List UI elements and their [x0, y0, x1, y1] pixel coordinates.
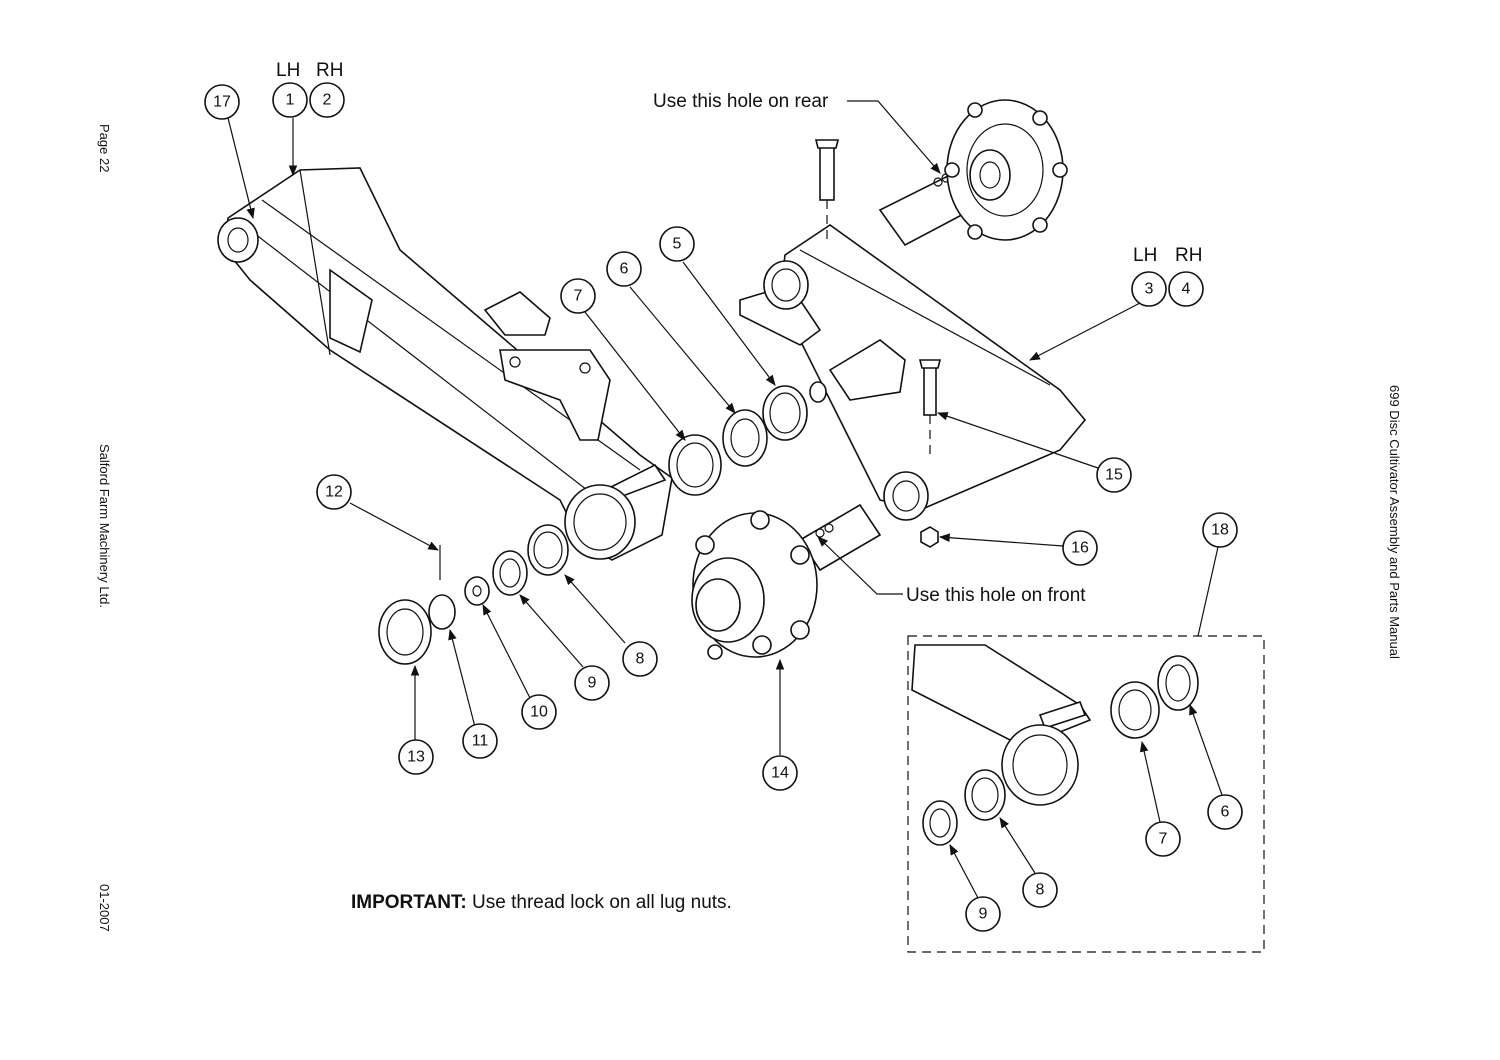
- svg-text:14: 14: [771, 765, 789, 782]
- balloon: 7: [560, 278, 596, 314]
- front-hub-drawing: [691, 510, 818, 660]
- svg-text:2: 2: [323, 92, 332, 109]
- balloon: 17: [204, 84, 240, 120]
- lh-label-left: LH: [276, 60, 300, 81]
- balloon: 15: [1096, 457, 1132, 493]
- balloon: 5: [659, 226, 695, 262]
- balloon: 12: [316, 474, 352, 510]
- balloon: 9: [574, 665, 610, 701]
- balloon: 18: [1202, 512, 1238, 548]
- svg-text:8: 8: [1036, 882, 1045, 899]
- svg-text:6: 6: [620, 261, 629, 278]
- balloon: 6: [606, 251, 642, 287]
- svg-text:15: 15: [1105, 467, 1123, 484]
- balloon: 6: [1207, 794, 1243, 830]
- svg-text:9: 9: [588, 675, 597, 692]
- inset-detail: [907, 635, 1265, 953]
- balloon: 9: [965, 896, 1001, 932]
- svg-text:13: 13: [407, 749, 425, 766]
- svg-text:7: 7: [574, 288, 583, 305]
- rear-hole-callout: Use this hole on rear: [653, 91, 829, 112]
- svg-text:17: 17: [213, 94, 231, 111]
- svg-text:6: 6: [1221, 804, 1230, 821]
- important-note: IMPORTANT: Use thread lock on all lug nu…: [351, 892, 732, 913]
- balloon: 14: [762, 755, 798, 791]
- svg-text:11: 11: [472, 733, 489, 750]
- rear-hub-drawing: [944, 99, 1068, 241]
- svg-text:16: 16: [1071, 540, 1089, 557]
- left-arm-drawing: [217, 167, 673, 561]
- balloon: 8: [1022, 872, 1058, 908]
- balloon: 7: [1145, 821, 1181, 857]
- svg-text:9: 9: [979, 906, 988, 923]
- lh-label-right: LH: [1133, 245, 1157, 266]
- front-hole-callout: Use this hole on front: [906, 585, 1086, 606]
- svg-text:12: 12: [325, 484, 343, 501]
- rh-label-left: RH: [316, 60, 343, 81]
- leader-lines: [227, 100, 1223, 899]
- balloon: 3: [1131, 271, 1167, 307]
- svg-text:18: 18: [1211, 522, 1229, 539]
- rh-label-right: RH: [1175, 245, 1202, 266]
- svg-text:4: 4: [1182, 281, 1191, 298]
- svg-text:3: 3: [1145, 281, 1154, 298]
- balloon: 11: [462, 723, 498, 759]
- svg-text:10: 10: [530, 704, 548, 721]
- balloon: 10: [521, 694, 557, 730]
- svg-text:5: 5: [673, 236, 682, 253]
- svg-text:7: 7: [1159, 831, 1168, 848]
- balloon: 16: [1062, 530, 1098, 566]
- balloon: 8: [622, 641, 658, 677]
- balloon: 4: [1168, 271, 1204, 307]
- svg-text:8: 8: [636, 651, 645, 668]
- balloon: 2: [309, 82, 345, 118]
- balloon: 13: [398, 739, 434, 775]
- balloon: 1: [272, 82, 308, 118]
- svg-text:1: 1: [286, 92, 295, 109]
- hardware-drawing: [378, 139, 942, 665]
